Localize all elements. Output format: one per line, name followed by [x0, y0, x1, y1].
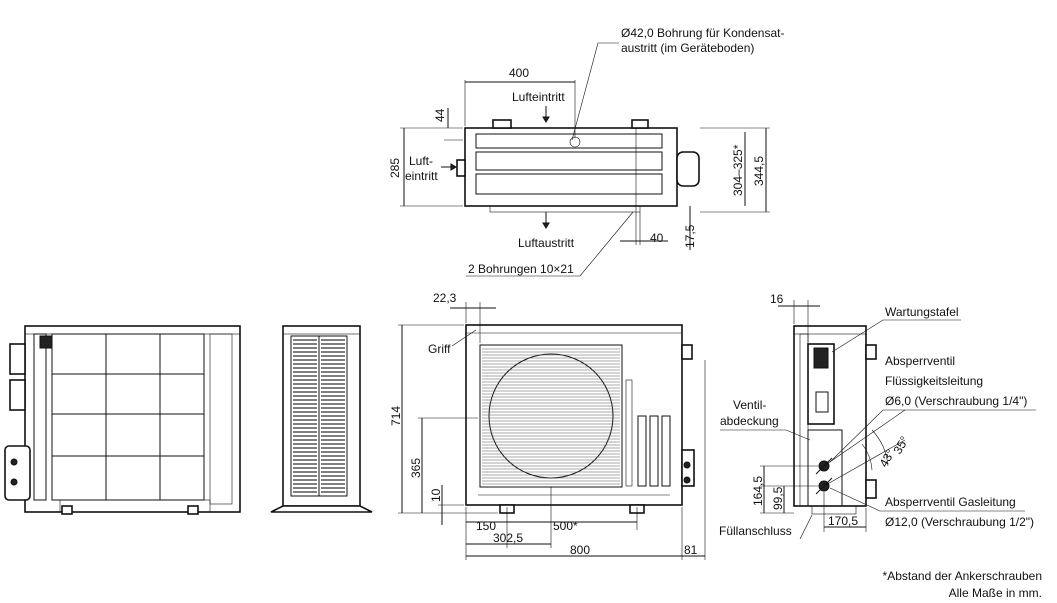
left-view-unit-body [24, 325, 241, 513]
front-view: 22,3 Griff 714 365 10 150 500* 302,5 800… [389, 291, 706, 560]
dim-500: 500* [553, 519, 578, 533]
dim-10: 10 [429, 488, 443, 502]
absperrventil-label-2: Flüssigkeitsleitung [885, 374, 983, 388]
units-note: Alle Maße in mm. [949, 586, 1042, 600]
dim-170-5: 170,5 [828, 514, 858, 528]
air-outlet-label: Luftaustritt [518, 236, 575, 250]
griff-label: Griff [428, 342, 451, 356]
dim-164-5: 164,5 [751, 476, 765, 506]
dim-400: 400 [509, 66, 529, 80]
dim-302-5: 302,5 [493, 531, 523, 545]
anchor-note: *Abstand der Ankerschrauben [883, 569, 1042, 583]
dim-17-5: 17,5 [683, 224, 697, 248]
dim-285: 285 [388, 158, 402, 178]
ventil-label-1: Ventil- [733, 398, 766, 412]
top-view-unit-body [464, 127, 678, 207]
dim-800: 800 [570, 543, 590, 557]
drain-note-line1: Ø42,0 Bohrung für Kondensat- [621, 26, 784, 40]
dim-344-5: 344,5 [752, 156, 766, 186]
air-inlet-side-label-1: Luft- [409, 154, 433, 168]
ventil-label-2: abdeckung [720, 414, 779, 428]
dim-44: 44 [433, 108, 447, 122]
left-view [4, 325, 241, 515]
dim-16: 16 [770, 292, 784, 306]
gas-valve-label-2: Ø12,0 (Verschraubung 1/2") [885, 515, 1034, 529]
dim-714: 714 [389, 406, 403, 426]
dim-81: 81 [684, 543, 698, 557]
absperrventil-label-1: Absperrventil [885, 354, 955, 368]
side-view: 16 164,5 99,5 170,5 Wartungstafel Absper… [719, 292, 1036, 540]
dim-99-5: 99,5 [771, 486, 785, 510]
gas-valve-label-1: Absperrventil Gasleitung [885, 495, 1016, 509]
absperrventil-label-3: Ø6,0 (Verschraubung 1/4") [885, 394, 1027, 408]
air-inlet-side-label-2: eintritt [405, 169, 438, 183]
air-inlet-top-label: Lufteintritt [512, 90, 565, 104]
dim-304-325: 304–325* [731, 144, 745, 196]
top-view-valve-cover [676, 151, 700, 187]
dim-22-3: 22,3 [433, 291, 457, 305]
dim-40: 40 [650, 231, 664, 245]
wartungstafel-label: Wartungstafel [885, 305, 959, 319]
dim-365: 365 [409, 458, 423, 478]
back-view [270, 325, 373, 513]
drain-note-line2: austritt (im Geräteboden) [621, 41, 754, 55]
top-view: 400 285 44 304–325* 344,5 40 17,5 Ø42,0 … [388, 26, 784, 277]
holes-note: 2 Bohrungen 10×21 [468, 262, 574, 276]
dim-150: 150 [476, 519, 496, 533]
fuellanschluss-label: Füllanschluss [719, 524, 792, 538]
